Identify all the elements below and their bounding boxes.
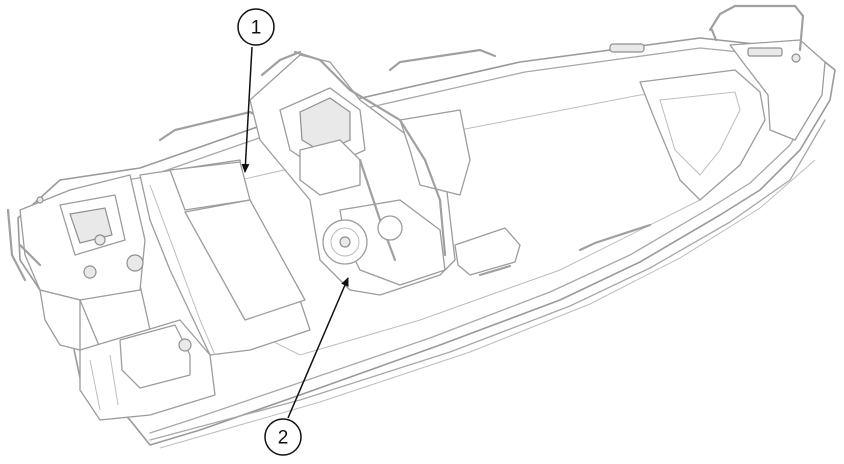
callout-2-circle [264, 418, 302, 456]
callout-1-circle [237, 8, 275, 46]
callout-2-label: 2 [278, 428, 289, 449]
stern [6, 174, 146, 351]
center-console [249, 50, 521, 296]
callout-2-leader [287, 277, 349, 419]
callout-1: 1 [237, 8, 275, 173]
callout-1-leader [241, 46, 253, 173]
aft-seating [79, 159, 311, 421]
callout-2: 2 [264, 277, 349, 456]
bow-deck [609, 4, 826, 201]
callout-1-label: 1 [251, 18, 262, 39]
